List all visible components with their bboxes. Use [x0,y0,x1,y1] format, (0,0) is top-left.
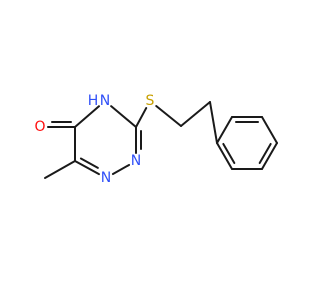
bond-n1-c6 [74,160,100,176]
hydrogen-atom-label: H [88,93,99,109]
bond-phenyl-3 [261,116,278,144]
bond-phenyl-double-6 [222,142,236,165]
bonds [44,101,278,179]
bond-c6-methyl [44,160,76,179]
bond-n4-c3 [110,105,137,128]
bond-c5-n4 [74,105,100,128]
bond-n1-c6-double [79,157,99,169]
bond-n2-n1 [111,163,131,176]
nitrogen-4-atom-label: N [100,93,110,109]
bond-s-ch2a [155,105,182,127]
bond-c3-s [135,107,148,128]
bond-phenyl-double-4 [258,142,272,165]
bond-phenyl-1 [216,116,233,144]
nitrogen-2-atom-label: N [131,153,141,169]
sulfur-atom-label: S [146,93,155,109]
bond-phenyl-6 [216,142,233,170]
bond-ch2a-ch2b [180,101,211,127]
bond-phenyl-4 [261,142,278,170]
nitrogen-1-atom-label: N [101,170,111,186]
oxygen-atom-label: O [34,119,45,135]
bond-ch2b-phenyl [209,101,218,144]
